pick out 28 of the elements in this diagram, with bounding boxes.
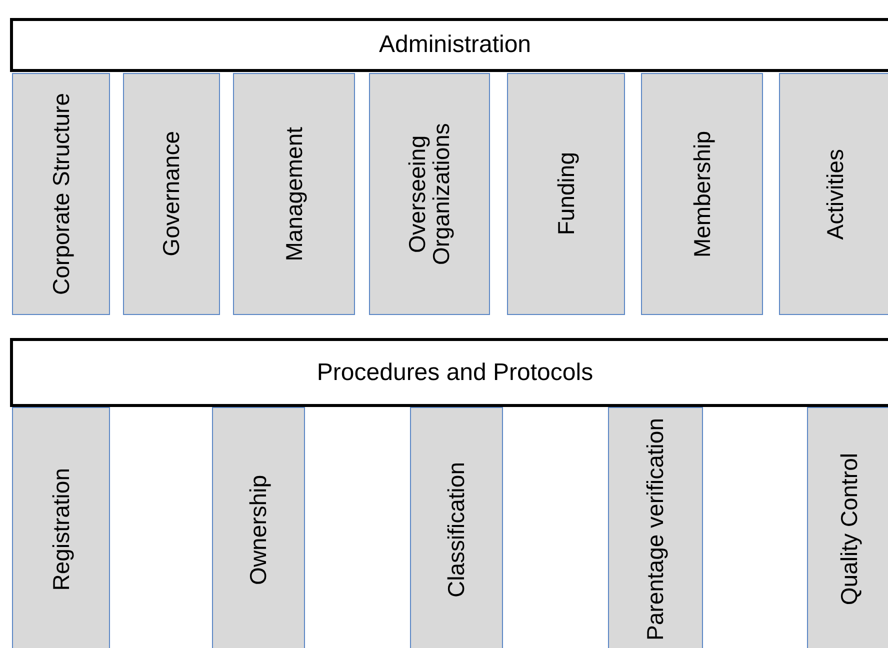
topic-label: Parentage verification [643,418,668,641]
topic-label: Classification [444,462,469,598]
topic-box [608,407,703,648]
topic-label: Ownership [246,474,271,584]
topic-label: Overseeing Organizations [405,122,454,267]
topic-box [507,73,625,315]
topic-label: Membership [690,130,714,258]
category-header-box [10,338,888,407]
topic-label: Activities [822,148,848,240]
category-header-box [10,18,888,72]
topic-box [12,407,110,648]
topic-box [807,407,888,648]
topic-label: Corporate Structure [48,93,74,295]
header-label: Administration [378,31,532,59]
topic-label: Funding [554,152,578,236]
topic-box [779,73,888,315]
topic-label: Quality Control [836,453,862,606]
topic-label: Management [282,126,306,262]
topic-box [410,407,503,648]
topic-box [212,407,305,648]
topic-label: Registration [48,468,74,591]
topic-box [12,73,110,315]
topic-box [233,73,355,315]
header-label: Procedures and Protocols [316,358,594,386]
topic-box [123,73,220,315]
topic-label: Governance [159,131,184,257]
topic-box [641,73,763,315]
topic-box [369,73,490,315]
